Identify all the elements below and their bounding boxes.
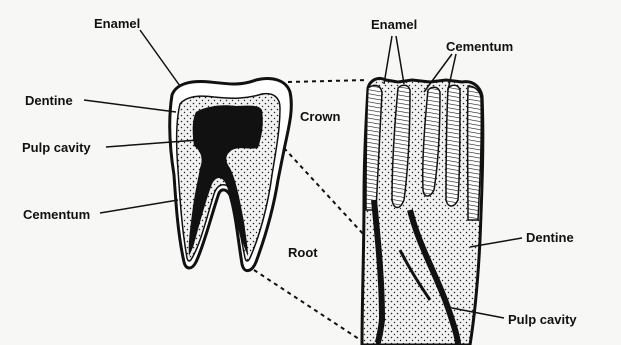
- label-root: Root: [288, 246, 318, 259]
- label-pulp-cavity-left: Pulp cavity: [22, 141, 91, 154]
- label-pulp-cavity-right: Pulp cavity: [508, 313, 577, 326]
- connector-bottom: [254, 270, 365, 343]
- right-enamel-band-right: [468, 86, 482, 220]
- whole-tooth: [170, 79, 291, 271]
- leader-cementum-left: [100, 200, 178, 213]
- label-cementum-left: Cementum: [23, 208, 90, 221]
- enamel-fold-3: [446, 85, 460, 206]
- label-cementum-right: Cementum: [446, 40, 513, 53]
- connector-top: [288, 80, 368, 82]
- label-enamel-right: Enamel: [371, 18, 417, 31]
- label-dentine-left: Dentine: [25, 94, 73, 107]
- label-crown: Crown: [300, 110, 340, 123]
- leader-enamel-right-1: [384, 36, 392, 84]
- section-enlarged: [362, 78, 483, 345]
- leader-dentine-left: [84, 100, 176, 112]
- leader-enamel-left: [140, 30, 180, 86]
- connector-mid: [284, 148, 365, 236]
- label-enamel-left: Enamel: [94, 17, 140, 30]
- label-dentine-right: Dentine: [526, 231, 574, 244]
- leader-enamel-right-2: [396, 36, 404, 84]
